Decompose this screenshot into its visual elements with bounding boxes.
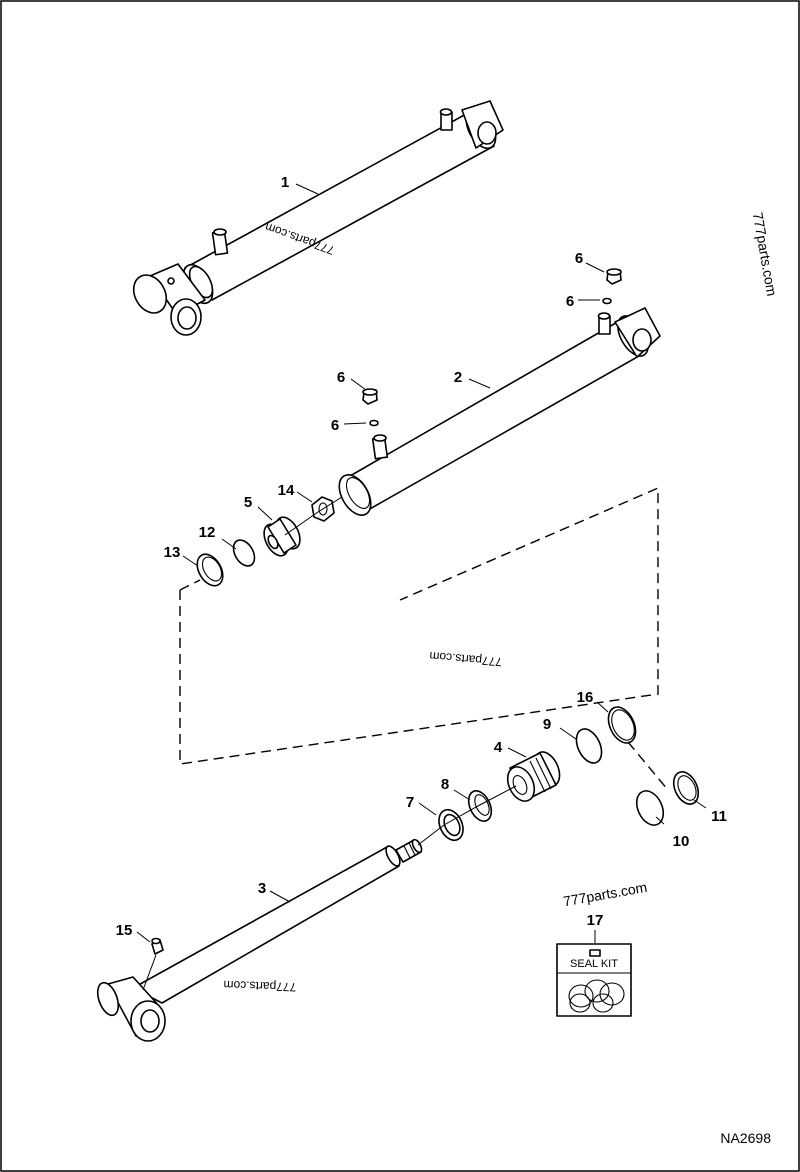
callout-16: 16	[577, 689, 594, 706]
callout-9: 9	[543, 716, 551, 733]
part-2-barrel[interactable]	[333, 307, 661, 521]
part-6-o-ring-lower[interactable]	[369, 419, 379, 427]
part-16-o-ring[interactable]	[603, 703, 641, 748]
part-6-fitting-upper[interactable]	[606, 268, 622, 285]
watermark-2: 777parts.com	[750, 211, 780, 297]
callout-3: 3	[258, 880, 266, 897]
watermark-5: 777parts.com	[223, 978, 296, 995]
callout-14: 14	[278, 482, 295, 499]
callout-5: 5	[244, 494, 252, 511]
exploded-group-outline	[179, 486, 659, 765]
part-8-seal[interactable]	[464, 787, 496, 824]
callout-7: 7	[406, 794, 414, 811]
part-4-rod-gland[interactable]	[503, 748, 565, 805]
part-9-ring[interactable]	[571, 725, 606, 767]
part-11-ring[interactable]	[669, 768, 703, 808]
callout-1: 1	[281, 174, 289, 191]
figure-code: NA2698	[720, 1130, 771, 1146]
leader-lines	[136, 183, 707, 943]
part-7-wiper[interactable]	[434, 806, 467, 844]
part-15-grease-fitting[interactable]	[142, 937, 164, 991]
callout-11: 11	[711, 808, 727, 825]
callout-6-lower-o-ring: 6	[331, 417, 339, 434]
callout-15: 15	[116, 922, 133, 939]
callout-4: 4	[494, 739, 503, 756]
part-1-cylinder-assembly[interactable]	[127, 100, 504, 336]
part-12-ring[interactable]	[229, 536, 259, 569]
callout-6-upper-o-ring: 6	[566, 293, 574, 310]
part-3-rod[interactable]	[94, 785, 517, 1042]
watermark-3: 777parts.com	[429, 649, 503, 669]
watermark-4: 777parts.com	[562, 879, 648, 909]
part-17-seal-kit[interactable]: SEAL KIT	[556, 930, 632, 1017]
seal-kit-label: SEAL KIT	[570, 958, 618, 970]
callout-6-lower-fitting: 6	[337, 369, 345, 386]
callout-2: 2	[454, 369, 462, 386]
callout-12: 12	[199, 524, 216, 541]
callout-6-upper-fitting: 6	[575, 250, 583, 267]
part-10-ring[interactable]	[632, 787, 669, 830]
callout-8: 8	[441, 776, 449, 793]
callout-10: 10	[673, 833, 690, 850]
callout-13: 13	[164, 544, 181, 561]
part-13-seal[interactable]	[192, 550, 228, 590]
part-6-fitting-lower[interactable]	[362, 388, 378, 405]
part-6-o-ring-upper[interactable]	[602, 297, 612, 305]
callout-17: 17	[587, 912, 604, 929]
part-5-piston[interactable]	[259, 513, 305, 559]
